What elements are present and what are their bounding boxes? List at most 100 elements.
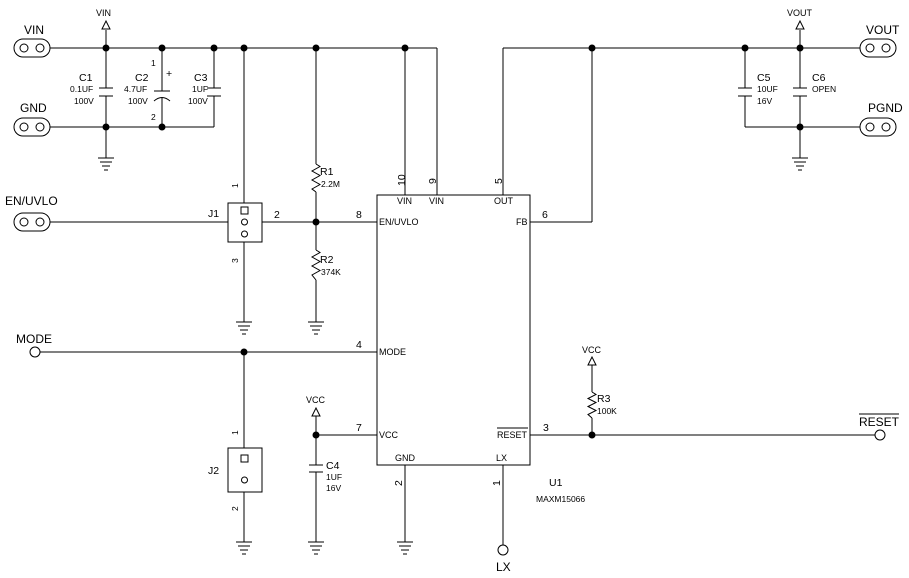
vin-connector[interactable] (13, 38, 51, 58)
c2-pin-2: 2 (151, 112, 156, 122)
ground-icon-c4 (308, 541, 324, 555)
vcc-r3-supply-label: VCC (582, 345, 602, 355)
ground-icon-j2 (236, 541, 252, 555)
vout-connector[interactable] (859, 38, 897, 58)
r3-value: 100K (597, 406, 617, 416)
r1-value: 2.2M (321, 179, 340, 189)
j1-pin-2: 2 (274, 209, 280, 221)
u1-pin-en-label: EN/UVLO (379, 217, 419, 227)
en-uvlo-connector[interactable] (13, 212, 51, 232)
reset-testpoint-label: RESET (859, 415, 900, 429)
lx-testpoint-label: LX (496, 560, 511, 574)
u1-pin-4-number: 4 (356, 339, 362, 351)
c1-value: 0.1UF (70, 84, 93, 94)
c4-value: 1UF (326, 472, 342, 482)
pgnd-connector[interactable] (859, 117, 897, 137)
u1-pin-1-number: 1 (491, 480, 503, 486)
vin-supply-label: VIN (96, 8, 111, 18)
u1-pin-2-number: 2 (393, 480, 405, 486)
c4-rating: 16V (326, 483, 341, 493)
u1-ref: U1 (549, 477, 563, 489)
vin-connector-label: VIN (24, 23, 44, 37)
lx-testpoint[interactable] (497, 544, 509, 556)
u1-pin-3-number: 3 (543, 422, 549, 434)
capacitor-c3-icon (207, 87, 221, 97)
u1-pin-vcc-label: VCC (379, 430, 399, 440)
u1-pin-8-number: 8 (356, 209, 362, 221)
gnd-connector-label: GND (20, 101, 47, 115)
capacitor-c1-icon (99, 87, 113, 97)
c6-ref: C6 (812, 72, 826, 84)
j1-pin-3: 3 (230, 258, 240, 263)
j1-ref: J1 (208, 208, 219, 220)
u1-pin-vin9-label: VIN (429, 196, 444, 206)
resistor-r3-icon (586, 391, 598, 419)
ground-icon-c6 (792, 157, 808, 171)
capacitor-c6-icon (793, 87, 807, 97)
ground-icon-r2 (308, 321, 324, 335)
u1-pin-fb-label: FB (516, 217, 528, 227)
ic-u1-body[interactable] (376, 194, 531, 466)
ground-icon-j1 (236, 321, 252, 335)
capacitor-c2-polarized-icon (153, 90, 171, 102)
en-uvlo-connector-label: EN/UVLO (5, 194, 58, 208)
c2-pin-1: 1 (151, 58, 156, 68)
c2-polarity: + (166, 68, 172, 80)
u1-pin-lx-label: LX (496, 453, 507, 463)
mode-testpoint-label: MODE (16, 332, 52, 346)
r1-ref: R1 (320, 166, 334, 178)
c1-rating: 100V (74, 96, 94, 106)
jumper-j2[interactable] (227, 447, 263, 493)
j2-pin-2: 2 (230, 506, 240, 511)
vcc-c4-supply-arrow-icon (311, 406, 321, 418)
c2-ref: C2 (135, 72, 149, 84)
jumper-j1[interactable] (227, 202, 263, 243)
resistor-r2-icon (310, 249, 322, 281)
u1-pin-gnd-label: GND (395, 453, 416, 463)
capacitor-c4-icon (309, 464, 323, 473)
r2-ref: R2 (320, 254, 334, 266)
u1-pin-7-number: 7 (356, 422, 362, 434)
u1-pin-out-label: OUT (494, 196, 514, 206)
c6-value: OPEN (812, 84, 836, 94)
ground-icon-c1 (98, 157, 114, 171)
r2-value: 374K (321, 267, 341, 277)
j2-pin-1: 1 (230, 430, 240, 435)
r3-ref: R3 (597, 393, 611, 405)
c1-ref: C1 (79, 72, 93, 84)
c2-rating: 100V (128, 96, 148, 106)
c5-rating: 16V (757, 96, 772, 106)
gnd-connector[interactable] (13, 117, 51, 137)
c4-ref: C4 (326, 460, 340, 472)
mode-testpoint[interactable] (29, 346, 41, 358)
c3-value: 1UF (192, 84, 208, 94)
resistor-r1-icon (310, 163, 322, 193)
c2-value: 4.7UF (124, 84, 147, 94)
u1-part: MAXM15066 (536, 494, 585, 504)
j2-ref: J2 (208, 465, 219, 477)
u1-pin-6-number: 6 (542, 209, 548, 221)
vout-supply-label: VOUT (787, 8, 813, 18)
c3-rating: 100V (188, 96, 208, 106)
vout-connector-label: VOUT (866, 23, 900, 37)
u1-pin-mode-label: MODE (379, 347, 406, 357)
ground-icon-u1 (397, 541, 413, 555)
u1-pin-10-number: 10 (396, 174, 408, 186)
wires (40, 30, 875, 545)
vout-supply-arrow-icon (795, 19, 805, 30)
u1-pin-reset-label: RESET (497, 430, 528, 440)
vin-supply-arrow-icon (101, 19, 111, 30)
c3-ref: C3 (194, 72, 208, 84)
vcc-c4-supply-label: VCC (306, 395, 326, 405)
u1-pin-vin10-label: VIN (397, 196, 412, 206)
j1-pin-1: 1 (230, 183, 240, 188)
c5-value: 10UF (757, 84, 778, 94)
pgnd-connector-label: PGND (868, 101, 903, 115)
u1-pin-9-number: 9 (427, 178, 439, 184)
junction-dots (102, 44, 804, 439)
c5-ref: C5 (757, 72, 771, 84)
reset-testpoint[interactable] (874, 429, 886, 441)
capacitor-c5-icon (738, 87, 752, 97)
u1-pin-5-number: 5 (493, 178, 505, 184)
